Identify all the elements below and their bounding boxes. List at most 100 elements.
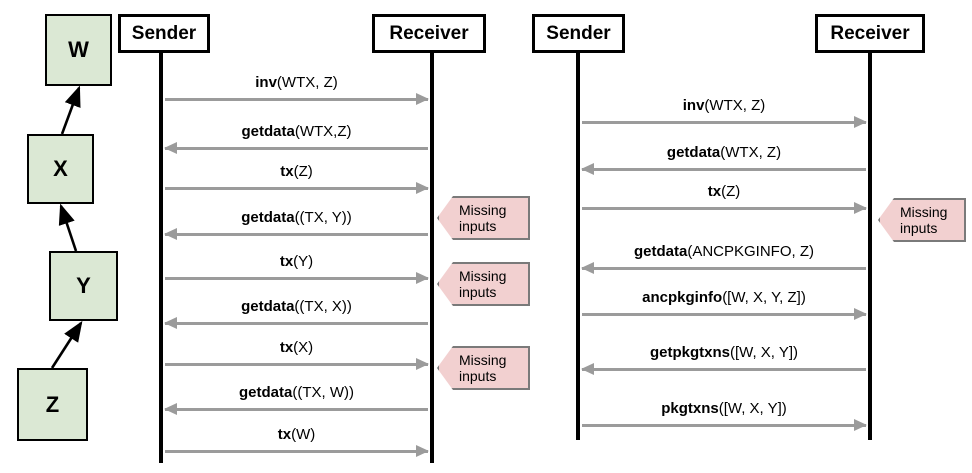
message-label: pkgtxns([W, X, Y]): [582, 400, 866, 417]
message-command: tx: [277, 426, 292, 443]
message-arrowhead-left: [164, 317, 177, 329]
message-arrowhead-right: [854, 419, 867, 431]
message-arrow-line: [165, 322, 428, 325]
callout-line-2: inputs: [900, 220, 938, 236]
message-arrow-line: [582, 313, 866, 316]
lifeline-receiver: [868, 53, 872, 440]
message-arrow-line: [165, 233, 428, 236]
message-label: inv(WTX, Z): [582, 97, 866, 114]
actor-box-receiver[interactable]: Receiver: [372, 14, 486, 53]
message-command: ancpkginfo: [642, 289, 723, 306]
message-arrow-line: [582, 207, 866, 210]
message-args: (W): [291, 426, 316, 443]
dag-node-z: Z: [17, 368, 88, 441]
message-args: (Z): [721, 183, 741, 200]
message-arrow-line: [582, 168, 866, 171]
message-label: tx(Z): [582, 183, 866, 200]
message-command: inv: [682, 97, 705, 114]
message-arrowhead-left: [581, 363, 594, 375]
message-arrow-line: [582, 368, 866, 371]
message-label: getdata((TX, X)): [165, 298, 428, 315]
message-args: (WTX,Z): [294, 123, 352, 140]
lifeline-sender: [576, 53, 580, 440]
callout-line-1: Missing: [900, 203, 948, 220]
message-command: getdata: [239, 384, 293, 401]
dag-node-label: Y: [76, 273, 91, 298]
message-args: ((TX, Y)): [294, 209, 352, 226]
message-arrowhead-left: [581, 163, 594, 175]
message-args: (WTX, Z): [276, 74, 338, 91]
message-arrowhead-left: [164, 228, 177, 240]
message-label: getdata(WTX,Z): [165, 123, 428, 140]
message-arrowhead-right: [854, 116, 867, 128]
message-label: tx(X): [165, 339, 428, 356]
message-arrow-line: [582, 424, 866, 427]
message-arrow-line: [165, 98, 428, 101]
dag-edge-x-to-w: [60, 85, 81, 135]
message-arrowhead-right: [416, 93, 429, 105]
message-arrow-line: [165, 187, 428, 190]
message-args: ((TX, W)): [292, 384, 354, 401]
message-arrow-line: [165, 450, 428, 453]
actor-box-sender[interactable]: Sender: [532, 14, 625, 53]
message-args: (Z): [293, 163, 313, 180]
actor-label: Sender: [131, 22, 197, 44]
dag-node-x: X: [27, 134, 94, 204]
message-args: (ANCPKGINFO, Z): [687, 243, 814, 260]
callout-line-2: inputs: [459, 218, 497, 234]
message-label: tx(Y): [165, 253, 428, 270]
message-arrow-line: [165, 408, 428, 411]
message-arrowhead-right: [416, 445, 429, 457]
message-arrowhead-right: [854, 308, 867, 320]
message-label: getdata(ANCPKGINFO, Z): [582, 243, 866, 260]
message-args: ([W, X, Y]): [718, 400, 787, 417]
message-arrowhead-right: [416, 272, 429, 284]
actor-label: Receiver: [389, 22, 469, 44]
message-args: (X): [293, 339, 314, 356]
dag-node-label: Z: [45, 391, 60, 417]
callout-line-1: Missing: [459, 351, 507, 368]
message-command: getdata: [633, 243, 688, 260]
message-args: ((TX, X)): [294, 298, 352, 315]
message-command: getdata: [666, 144, 721, 161]
dag-node-label: X: [53, 156, 68, 181]
message-args: (WTX, Z): [704, 97, 766, 114]
message-label: inv(WTX, Z): [165, 74, 428, 91]
message-command: tx: [279, 253, 294, 270]
actor-box-sender[interactable]: Sender: [118, 14, 210, 53]
message-command: getdata: [241, 209, 295, 226]
message-arrowhead-left: [581, 262, 594, 274]
dag-edge-y-to-x: [58, 203, 78, 252]
message-label: ancpkginfo([W, X, Y, Z]): [582, 289, 866, 306]
message-command: getdata: [241, 123, 295, 140]
dag-node-label: W: [68, 37, 89, 62]
callout-line-2: inputs: [459, 368, 497, 384]
message-label: getdata((TX, Y)): [165, 209, 428, 226]
message-args: ([W, X, Y]): [729, 344, 799, 361]
message-command: tx: [707, 183, 722, 200]
message-command: getdata: [241, 298, 295, 315]
message-args: ([W, X, Y, Z]): [722, 289, 806, 306]
message-command: getpkgtxns: [649, 344, 730, 361]
callout-line-1: Missing: [459, 201, 507, 218]
actor-label: Sender: [546, 22, 611, 44]
message-label: getpkgtxns([W, X, Y]): [582, 344, 866, 361]
message-arrowhead-right: [416, 358, 429, 370]
message-arrowhead-right: [854, 202, 867, 214]
message-arrowhead-left: [164, 403, 177, 415]
message-arrowhead-right: [416, 182, 429, 194]
message-label: tx(W): [165, 426, 428, 443]
message-args: (WTX, Z): [720, 144, 782, 161]
message-command: tx: [280, 163, 294, 180]
message-arrow-line: [165, 277, 428, 280]
message-arrow-line: [165, 363, 428, 366]
message-command: pkgtxns: [661, 400, 719, 417]
message-label: getdata((TX, W)): [165, 384, 428, 401]
message-arrow-line: [165, 147, 428, 150]
actor-label: Receiver: [830, 22, 910, 44]
actor-box-receiver[interactable]: Receiver: [815, 14, 925, 53]
